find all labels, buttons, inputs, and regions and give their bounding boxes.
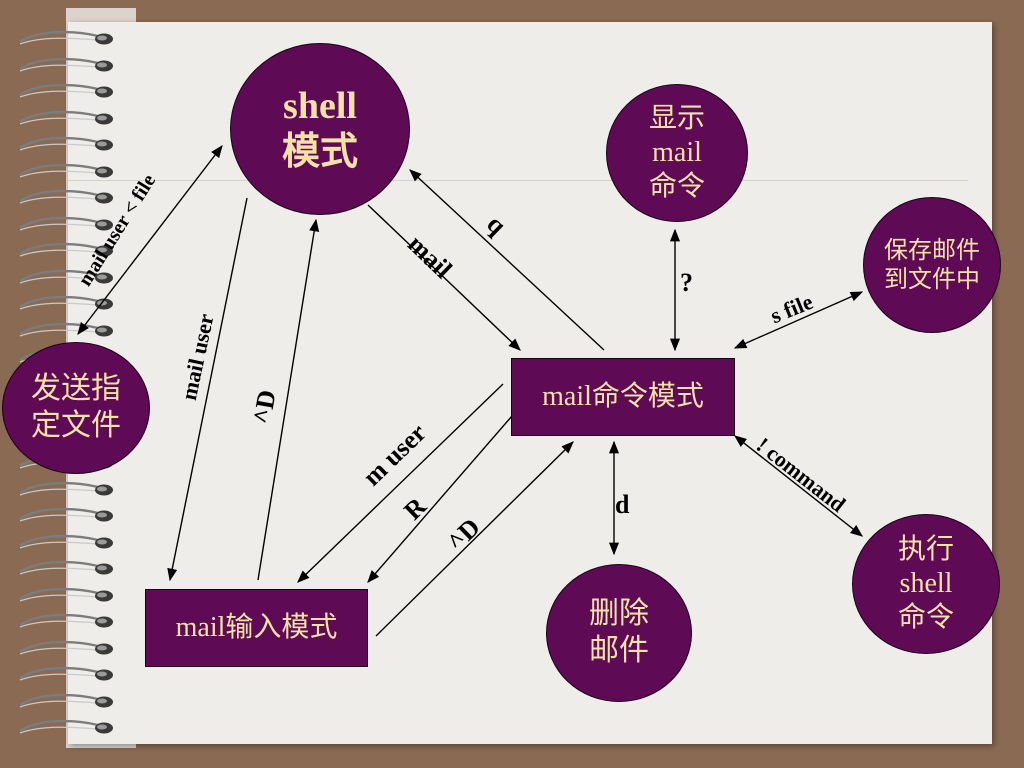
arrow-input-to-shell: [257, 218, 320, 581]
spiral-ring: [18, 691, 114, 713]
arrow-shell-send-file: [77, 144, 223, 336]
spiral-ring: [18, 108, 114, 130]
spiral-ring: [18, 28, 114, 50]
spiral-ring: [18, 558, 114, 580]
arrow-cmd-save: [733, 291, 864, 349]
node-mail-cmd-mode-label: mail命令模式: [542, 380, 704, 412]
node-show-mail-cmd-label: 显示 mail 命令: [648, 102, 705, 203]
arrow-shell-to-cmd: [367, 204, 521, 351]
node-mail-cmd-mode: mail命令模式: [511, 358, 735, 436]
spiral-ring: [18, 505, 114, 527]
node-exec-shell-label: 执行 shell 命令: [897, 533, 954, 634]
node-delete-mail-label: 删除 邮件: [589, 597, 649, 667]
node-mail-input-mode-label: mail输入模式: [175, 611, 338, 643]
node-show-mail-cmd: 显示 mail 命令: [606, 84, 748, 222]
label-question: ?: [680, 268, 693, 297]
node-exec-shell: 执行 shell 命令: [852, 514, 1000, 654]
spiral-ring: [18, 81, 114, 103]
node-save-mail-label: 保存邮件 到文件中: [884, 235, 980, 293]
node-shell-mode: shell 模式: [230, 43, 410, 215]
arrow-cmd-to-shell: [409, 169, 605, 351]
node-send-file: 发送指 定文件: [2, 342, 150, 474]
spiral-ring: [18, 611, 114, 633]
ruled-line: [68, 180, 968, 181]
arrow-cmd-exec: [734, 435, 863, 537]
spiral-ring: [18, 664, 114, 686]
spiral-ring: [18, 55, 114, 77]
spiral-ring: [18, 585, 114, 607]
spiral-ring: [18, 638, 114, 660]
arrow-cmd-to-input-m: [297, 383, 504, 583]
arrow-shell-to-input: [167, 197, 248, 582]
spiral-ring: [18, 479, 114, 501]
node-shell-mode-label: shell 模式: [281, 84, 358, 173]
spiral-ring: [18, 532, 114, 554]
spiral-ring: [18, 717, 114, 739]
node-delete-mail: 删除 邮件: [546, 564, 692, 702]
arrow-cmd-to-input-r: [367, 415, 513, 583]
label-ctrl-d-1: ^D: [247, 387, 282, 427]
arrow-input-to-cmd: [375, 441, 574, 637]
node-save-mail: 保存邮件 到文件中: [863, 197, 1001, 333]
label-d: d: [615, 490, 630, 519]
node-mail-input-mode: mail输入模式: [145, 589, 368, 667]
node-send-file-label: 发送指 定文件: [31, 372, 121, 442]
